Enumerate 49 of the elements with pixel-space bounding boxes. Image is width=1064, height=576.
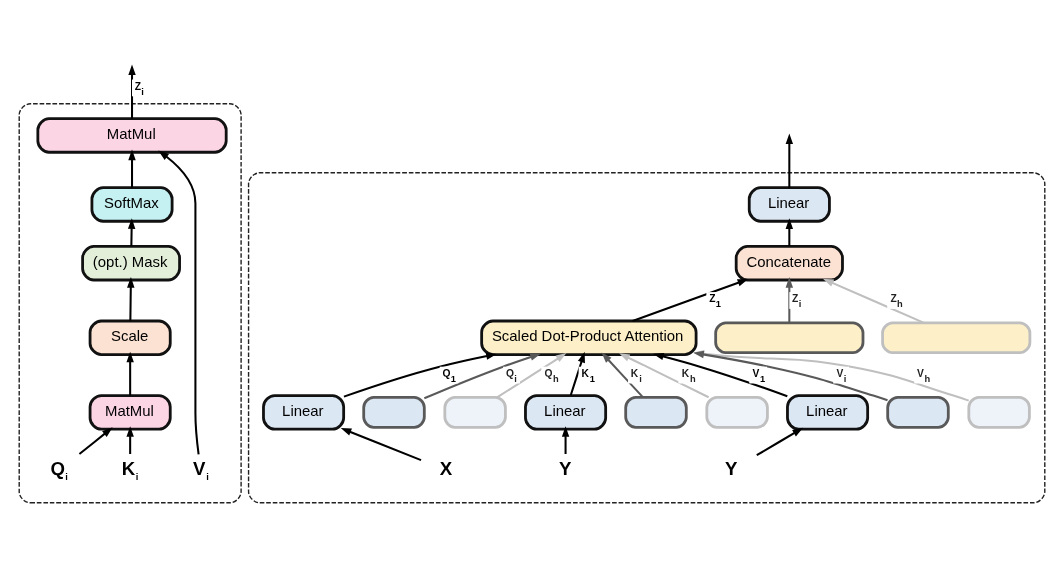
arrow: [822, 278, 925, 324]
cluster: [247, 171, 1046, 503]
node-box: [624, 395, 688, 429]
arrow: [127, 276, 135, 321]
arrow: [128, 149, 136, 188]
node-box: [886, 395, 950, 429]
arrow: [340, 427, 422, 461]
arrow: [423, 353, 541, 399]
node-text: V$_{i}$: [193, 457, 209, 482]
cluster: [18, 102, 242, 503]
node-box: MatMul: [36, 116, 228, 154]
arrow: [78, 426, 113, 455]
node-box: (opt.) Mask: [81, 244, 181, 281]
arrow: [128, 63, 136, 119]
node-box: [705, 395, 769, 429]
node-text: K$_{i}$: [121, 457, 139, 482]
arrow: [561, 425, 570, 454]
node-box: [881, 320, 1032, 354]
node-box: Scaled Dot-Product Attention: [480, 319, 698, 356]
arrow: [785, 276, 794, 323]
arrow: [126, 351, 134, 395]
arrow: [619, 352, 710, 398]
arrow: [569, 351, 585, 396]
arrow: [785, 217, 794, 246]
node-text: X: [439, 457, 453, 479]
arrow: [653, 352, 788, 397]
node-text: Y: [559, 457, 572, 479]
arrow: [496, 352, 567, 398]
node-box: Linear: [747, 185, 831, 223]
node-box: Concatenate: [734, 244, 844, 281]
node-box: Linear: [786, 393, 870, 431]
arrow: [126, 425, 134, 454]
node-box: Scale: [88, 319, 172, 356]
node-box: Linear: [262, 393, 346, 431]
arrow: [158, 150, 200, 454]
arrow: [756, 427, 804, 456]
node-box: [967, 395, 1031, 429]
arrow: [632, 278, 749, 322]
node-text: Y: [725, 457, 738, 479]
node-box: [443, 395, 507, 429]
arrow: [785, 132, 794, 188]
node-box: [362, 395, 426, 429]
node-text: Q$_{i}$: [50, 457, 68, 482]
node-box: [714, 320, 865, 354]
arrow: [127, 217, 136, 246]
node-box: Linear: [524, 393, 608, 431]
node-box: SoftMax: [90, 185, 174, 223]
node-box: MatMul: [88, 393, 172, 431]
arrow: [343, 351, 497, 398]
